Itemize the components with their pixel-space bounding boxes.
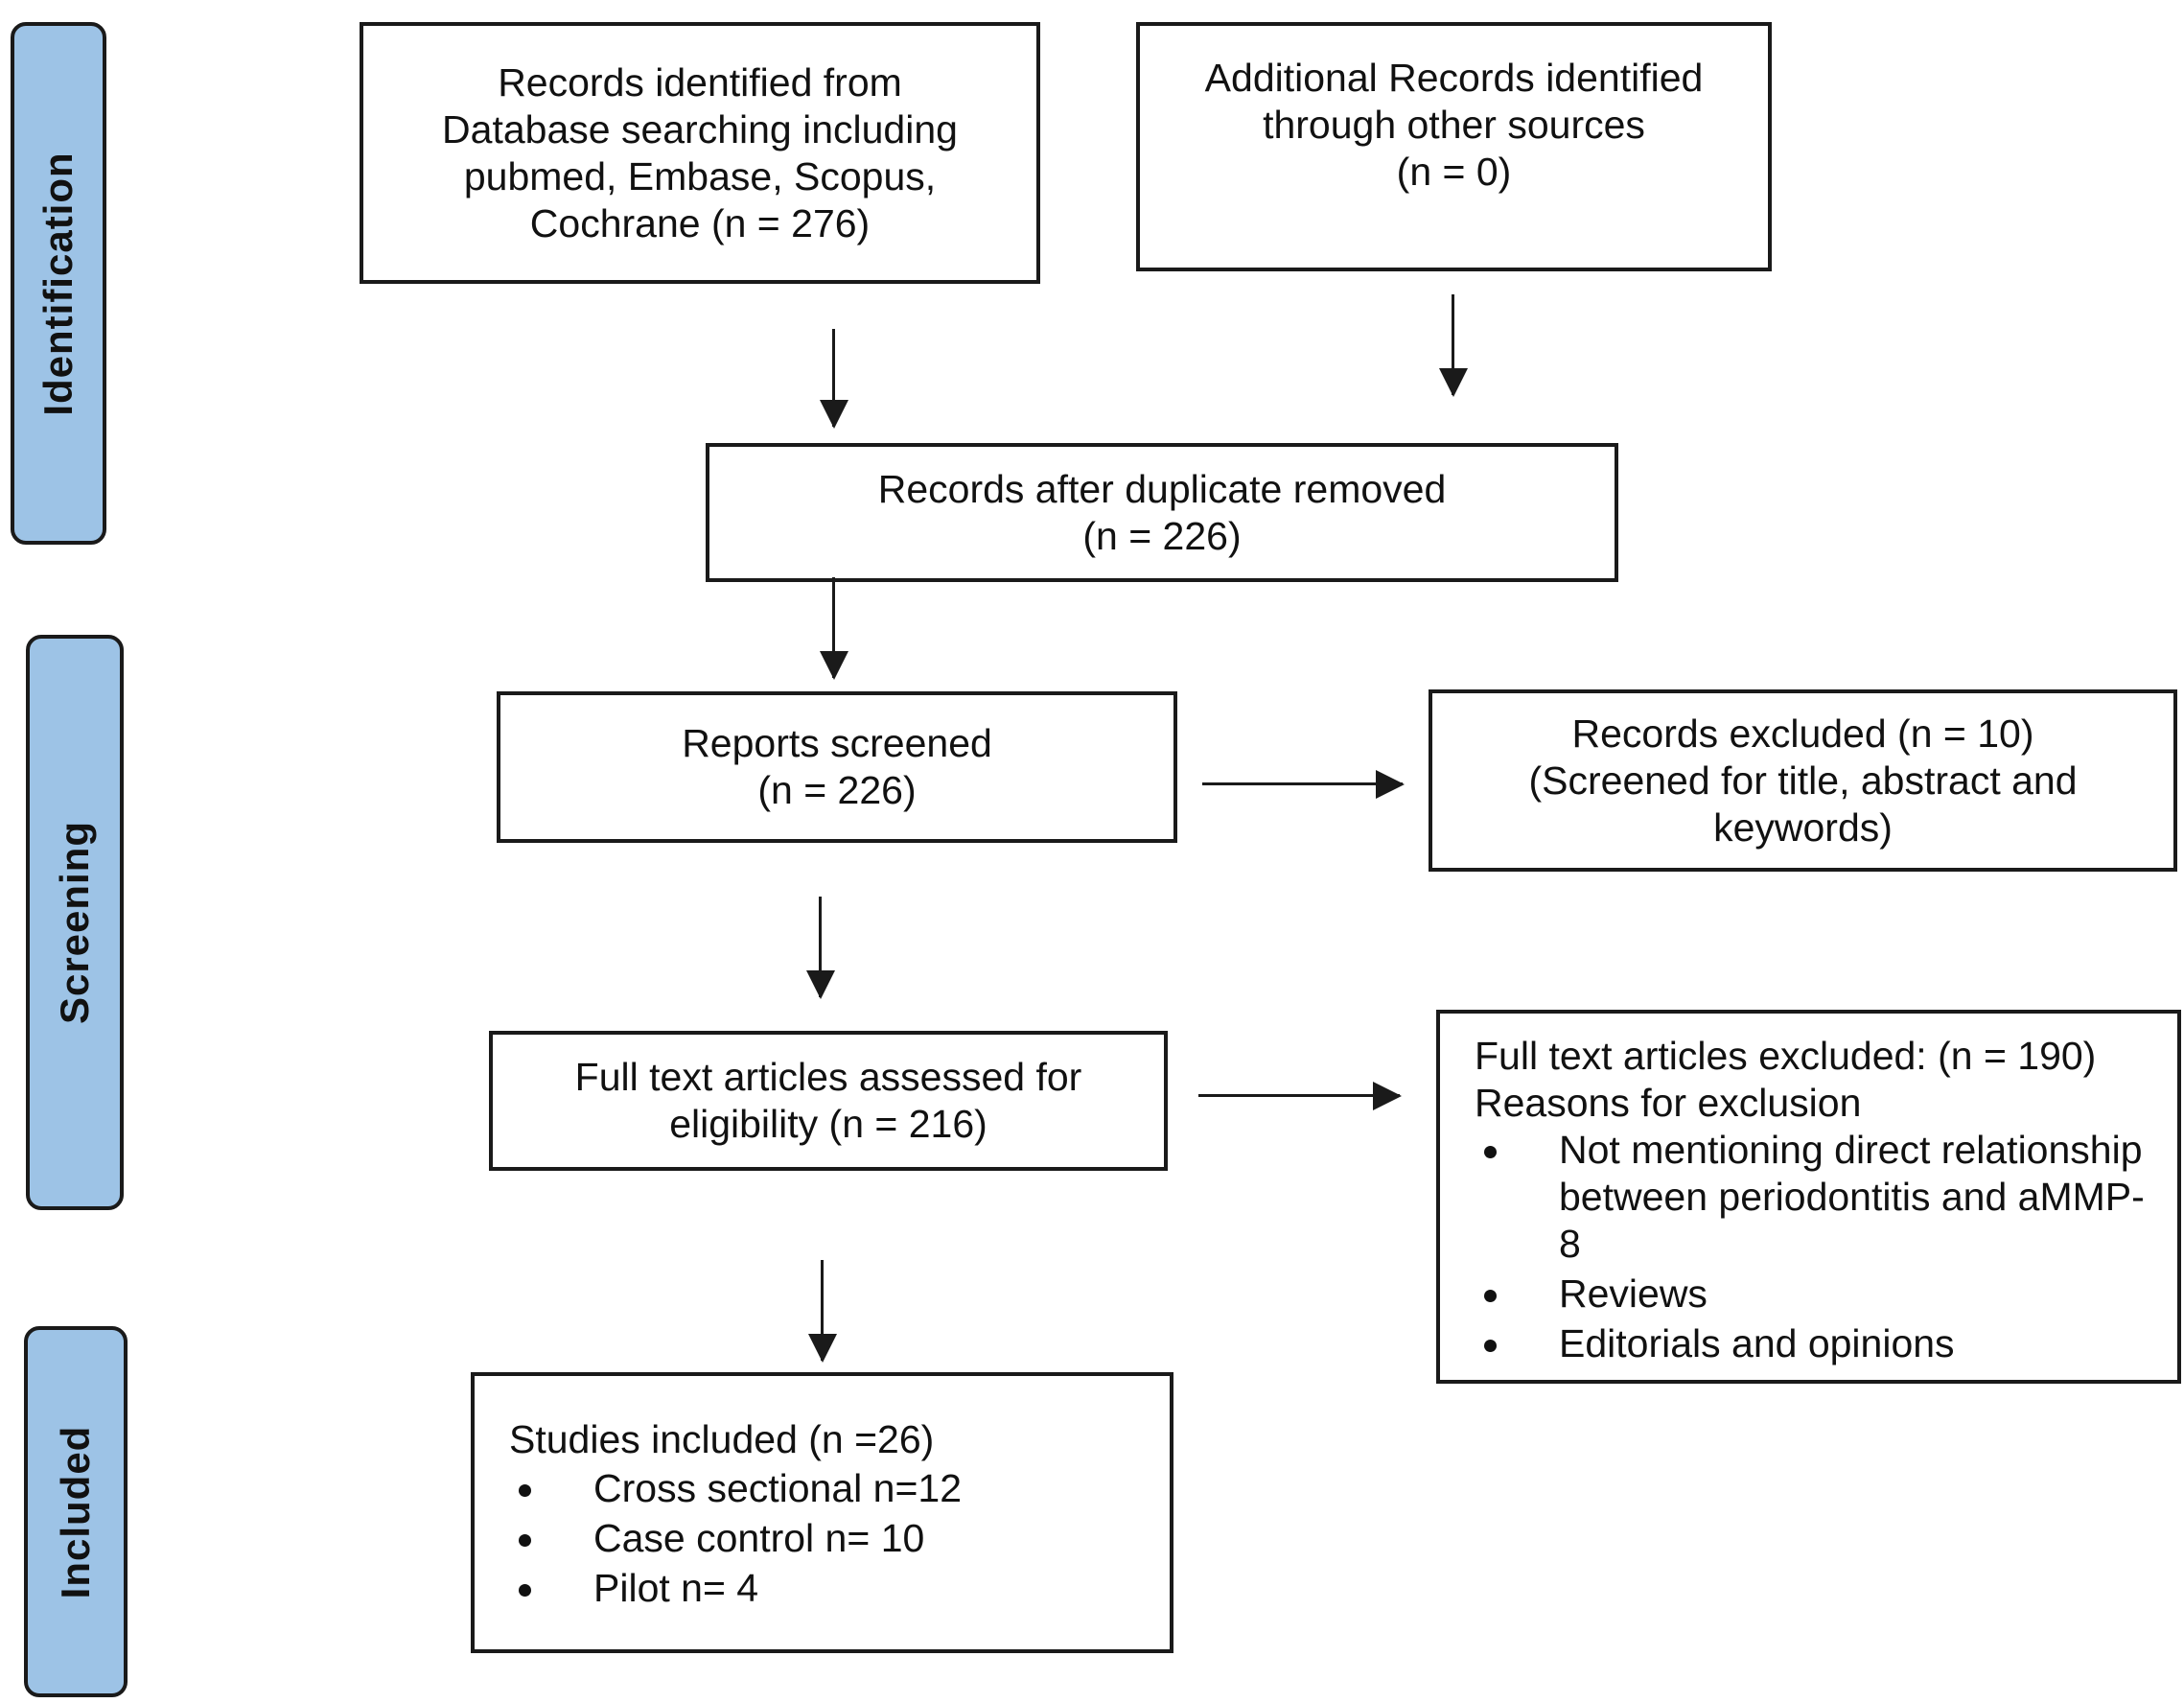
after-duplicates-line-2: (n = 226) <box>1082 513 1242 558</box>
after-duplicates-box: Records after duplicate removed (n = 226… <box>706 443 1618 582</box>
additional-records-line-2: through other sources <box>1263 103 1645 147</box>
records-excluded-line-1: Records excluded (n = 10) <box>1571 711 2034 756</box>
studies-included-box: Studies included (n =26) Cross sectional… <box>471 1372 1173 1653</box>
arrow-screened-to-fulltext <box>819 897 822 997</box>
exclusion-reason-item: Reviews <box>1475 1271 2154 1318</box>
arrow-additional-to-duplicates <box>1452 294 1454 395</box>
exclusion-reason-item: Not mentioning direct relationship betwe… <box>1475 1127 2154 1268</box>
stage-identification: Identification <box>11 22 106 545</box>
stage-included: Included <box>24 1326 128 1697</box>
arrow-fulltext-to-excluded <box>1198 1094 1400 1097</box>
full-text-assessed-line-2: eligibility (n = 216) <box>669 1102 987 1146</box>
stage-identification-label: Identification <box>35 151 81 416</box>
arrow-duplicates-to-screened <box>832 577 835 678</box>
reports-screened-box: Reports screened (n = 226) <box>497 691 1177 843</box>
arrow-records-to-duplicates <box>832 329 835 427</box>
full-text-excluded-box: Full text articles excluded: (n = 190) R… <box>1436 1010 2181 1384</box>
exclusion-reason-item: Editorials and opinions <box>1475 1320 2154 1367</box>
studies-included-heading: Studies included (n =26) <box>509 1417 935 1461</box>
arrow-screened-to-excluded <box>1202 782 1403 785</box>
exclusion-reasons-list: Not mentioning direct relationship betwe… <box>1475 1127 2154 1367</box>
reports-screened-line-2: (n = 226) <box>757 768 917 812</box>
records-identified-line-1: Records identified from <box>498 59 902 105</box>
additional-records-line-3: (n = 0) <box>1396 150 1512 194</box>
study-type-item: Cross sectional n=12 <box>509 1465 1147 1512</box>
stage-screening: Screening <box>26 635 124 1210</box>
records-identified-line-3: pubmed, Embase, Scopus, <box>463 153 937 198</box>
records-identified-line-4: Cochrane (n = 276) <box>529 200 871 245</box>
arrow-fulltext-to-included <box>821 1260 824 1361</box>
study-type-item: Pilot n= 4 <box>509 1565 1147 1612</box>
studies-included-list: Cross sectional n=12 Case control n= 10 … <box>509 1465 1147 1612</box>
records-identified-box: Records identified from Database searchi… <box>360 22 1040 284</box>
records-identified-line-2: Database searching including <box>442 106 958 152</box>
records-excluded-line-2: (Screened for title, abstract and <box>1528 758 2078 803</box>
additional-records-box: Additional Records identified through ot… <box>1136 22 1772 271</box>
full-text-excluded-heading: Full text articles excluded: (n = 190) <box>1475 1034 2097 1078</box>
stage-included-label: Included <box>53 1425 98 1598</box>
records-excluded-line-3: keywords) <box>1713 805 1893 850</box>
full-text-assessed-line-1: Full text articles assessed for <box>574 1055 1082 1099</box>
full-text-excluded-subheading: Reasons for exclusion <box>1475 1081 1862 1125</box>
stage-screening-label: Screening <box>52 820 97 1025</box>
reports-screened-line-1: Reports screened <box>682 721 992 765</box>
full-text-assessed-box: Full text articles assessed for eligibil… <box>489 1031 1168 1171</box>
after-duplicates-line-1: Records after duplicate removed <box>877 466 1447 511</box>
study-type-item: Case control n= 10 <box>509 1515 1147 1562</box>
additional-records-line-1: Additional Records identified <box>1204 56 1704 100</box>
records-excluded-box: Records excluded (n = 10) (Screened for … <box>1429 689 2177 872</box>
